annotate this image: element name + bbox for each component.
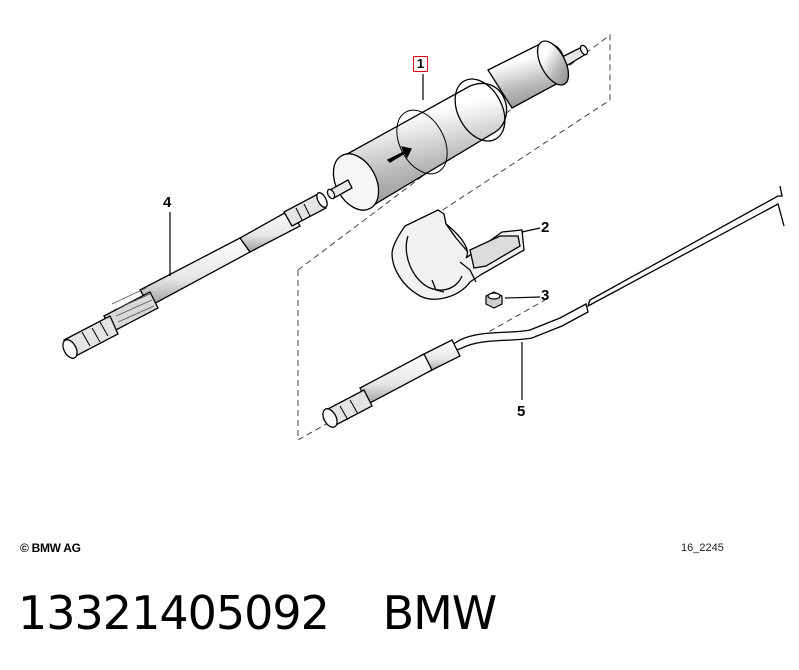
fuel-hose [62, 192, 328, 359]
part-number: 13321405092 [18, 586, 330, 640]
bracket [391, 209, 525, 300]
fuel-line [322, 185, 785, 428]
callout-4: 4 [163, 194, 172, 211]
fuel-filter [326, 40, 589, 211]
callout-2: 2 [541, 219, 550, 236]
diagram-code: 16_2245 [681, 542, 724, 554]
footer-caption: 13321405092 BMW [18, 585, 498, 641]
callout-5: 5 [517, 403, 526, 420]
leader-lines [169, 74, 541, 400]
brand-name: BMW [382, 586, 498, 640]
nut [485, 291, 503, 309]
parts-diagram [62, 33, 785, 441]
callout-1: 1 [413, 56, 428, 72]
copyright-notice: © BMW AG [20, 541, 81, 555]
callout-3: 3 [541, 287, 550, 304]
